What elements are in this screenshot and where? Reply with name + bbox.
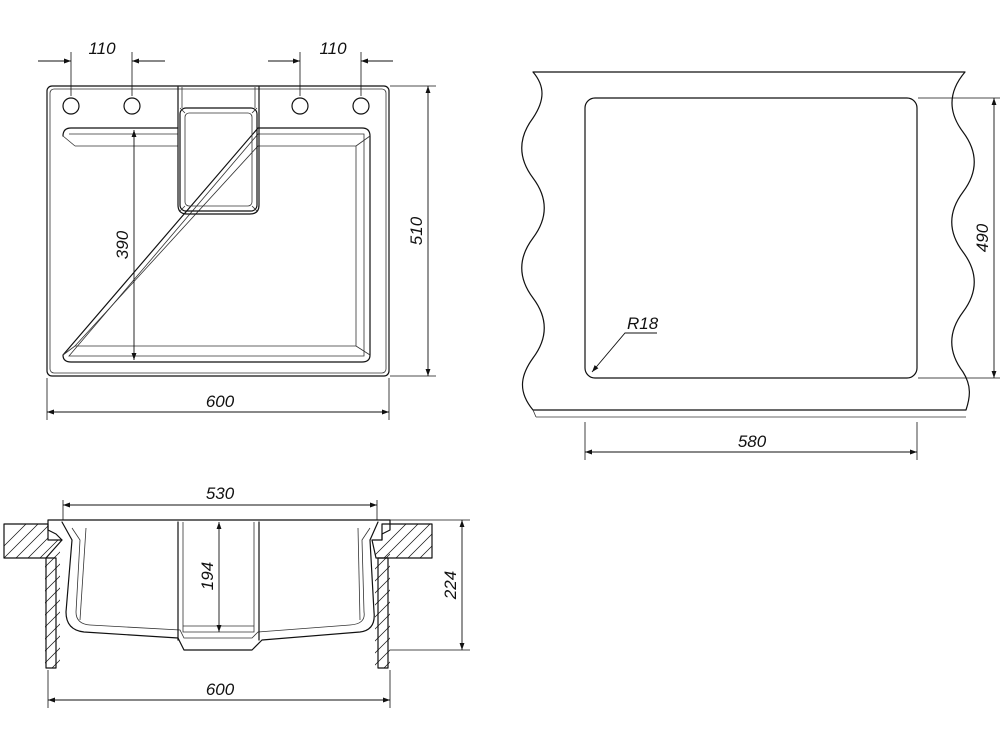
dim-section-overall-width: 600 [206,680,235,699]
sink-rim [47,519,391,541]
dim-overall-depth: 510 [407,216,426,245]
cutout-view: R18 490 580 [521,71,1000,460]
dim-overall-width: 600 [206,392,235,411]
tap-hole [123,97,141,115]
section-shelf [177,521,260,641]
top-view: 110 110 390 510 600 [38,39,436,420]
dim-cutout-width: 580 [738,432,767,451]
sink-bowl-inner [71,527,371,639]
cabinet-wall-right [377,557,389,669]
dim-hole-spacing-left: 110 [88,39,116,58]
shelf-tray [177,86,260,215]
dim-total-height: 224 [441,571,460,600]
dim-hole-spacing-right: 110 [319,39,347,58]
dim-bowl-depth: 390 [113,230,132,259]
tap-hole [291,97,309,115]
section-view: 530 194 224 600 [3,484,470,708]
dim-inner-width: 530 [206,484,235,503]
dim-cutout-depth: 490 [973,223,992,252]
sink-outline [46,85,390,377]
tap-hole [352,97,370,115]
tap-hole [62,97,80,115]
cabinet-wall-left [45,557,57,669]
bowl-rim [62,127,371,363]
countertop-outline [521,71,975,411]
dim-corner-radius: R18 [627,314,659,333]
countertop-right [371,523,433,559]
dim-shelf-height: 194 [198,562,217,590]
sink-outline-inner [49,88,387,374]
sink-bowl-outer [61,521,379,651]
cutout-opening [584,97,918,379]
